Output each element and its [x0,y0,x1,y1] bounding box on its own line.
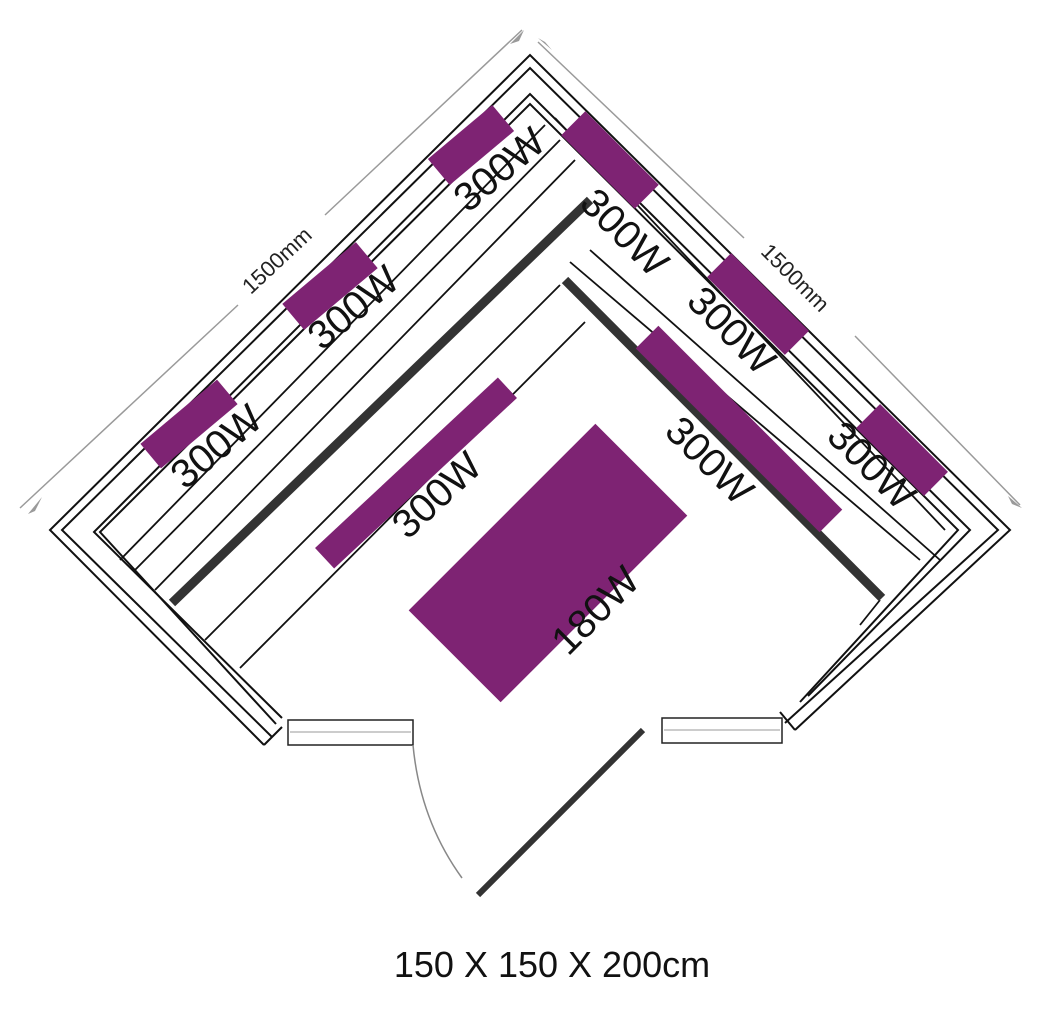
door-jamb-right [661,717,783,744]
heater-back-right-1 [561,111,659,209]
door-swing-arc [412,744,463,879]
heater-bench-right [635,325,843,533]
dimension-lines [19,29,1022,514]
slat-right-3 [589,249,941,561]
slat-left-1 [119,124,546,561]
slat-right-end [859,599,881,626]
left-dimension-line-upper [324,29,523,216]
door [287,717,783,898]
left-dimension-line-lower [19,304,239,509]
heater-back-left-1 [427,104,515,186]
overall-size-label: 150 X 150 X 200cm [394,944,710,985]
slat-left-3 [154,159,576,591]
bench-rail-left [168,196,594,607]
wall-end-left [263,726,283,746]
slat-left-4 [204,284,561,641]
walls [48,53,1012,746]
door-jamb-left [287,719,414,746]
bench-slats [119,117,946,669]
right-dim-arrow-lower [1008,496,1022,508]
outer-wall-outline [48,53,1012,746]
slat-right-2 [569,261,921,561]
slat-left-2 [134,139,561,571]
heater-panels [140,104,948,703]
right-dimension-line-upper [537,41,745,239]
heater-back-right-2 [707,253,809,355]
heater-floor [408,423,688,703]
right-dimension-line-lower [854,335,1021,506]
right-dim-arrow-upper [538,38,552,50]
left-dim-arrow-upper [510,30,524,44]
glass-door-panel [475,727,646,898]
heater-back-right-3 [856,404,948,496]
outer-wall-inner-outline [60,66,1000,738]
inner-wall-inner-outline [98,102,960,725]
bench-rail-right [561,276,886,602]
heater-back-left-3 [140,379,238,469]
wall-end-right [779,711,796,731]
heater-bench-left [315,377,517,569]
heater-back-left-2 [282,242,378,330]
left-dim-arrow-lower [28,497,42,514]
